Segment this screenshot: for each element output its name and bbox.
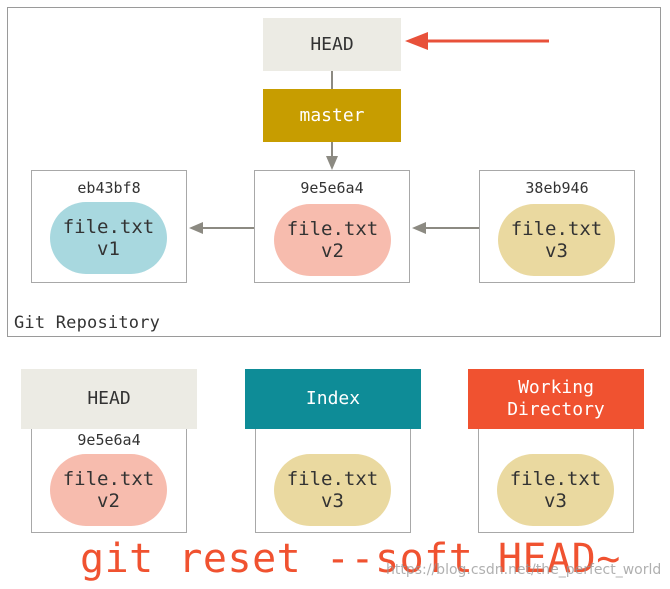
commit-box-1: eb43bf8 file.txt v1 [31, 170, 187, 283]
head-tree-blob: file.txt v2 [50, 454, 167, 526]
head-pointer-box: HEAD [263, 18, 401, 71]
commit-sha-1: eb43bf8 [77, 179, 141, 197]
watermark-text: https://blog.csdn.net/the_perfect_world [386, 562, 662, 578]
blob-version: v1 [97, 238, 120, 260]
blob-filename: file.txt [62, 468, 155, 490]
head-tree-sha: 9e5e6a4 [77, 431, 141, 449]
blob-filename: file.txt [286, 468, 379, 490]
working-directory-header: Working Directory [468, 369, 644, 429]
blob-filename: file.txt [62, 216, 155, 238]
blob-version: v3 [544, 490, 567, 512]
blob-filename: file.txt [510, 218, 603, 240]
head-tree-header: HEAD [21, 369, 197, 429]
blob-filename: file.txt [286, 218, 379, 240]
repository-label: Git Repository [14, 313, 161, 333]
file-blob-v3: file.txt v3 [498, 204, 615, 276]
blob-version: v2 [97, 490, 120, 512]
index-area: file.txt v3 [255, 429, 411, 533]
file-blob-v1: file.txt v1 [50, 202, 167, 274]
working-directory-area: file.txt v3 [478, 429, 634, 533]
commit-sha-3: 38eb946 [525, 179, 589, 197]
blob-version: v2 [321, 240, 344, 262]
head-tree-area: 9e5e6a4 file.txt v2 [31, 429, 187, 533]
blob-filename: file.txt [509, 468, 602, 490]
master-branch-box: master [263, 89, 401, 142]
commit-sha-2: 9e5e6a4 [300, 179, 364, 197]
blob-version: v3 [321, 490, 344, 512]
index-header: Index [245, 369, 421, 429]
commit-box-3: 38eb946 file.txt v3 [479, 170, 635, 283]
commit-box-2: 9e5e6a4 file.txt v2 [254, 170, 410, 283]
index-blob: file.txt v3 [274, 454, 391, 526]
working-directory-blob: file.txt v3 [497, 454, 614, 526]
file-blob-v2: file.txt v2 [274, 204, 391, 276]
blob-version: v3 [545, 240, 568, 262]
command-text: git reset --soft HEAD~ [80, 536, 621, 582]
